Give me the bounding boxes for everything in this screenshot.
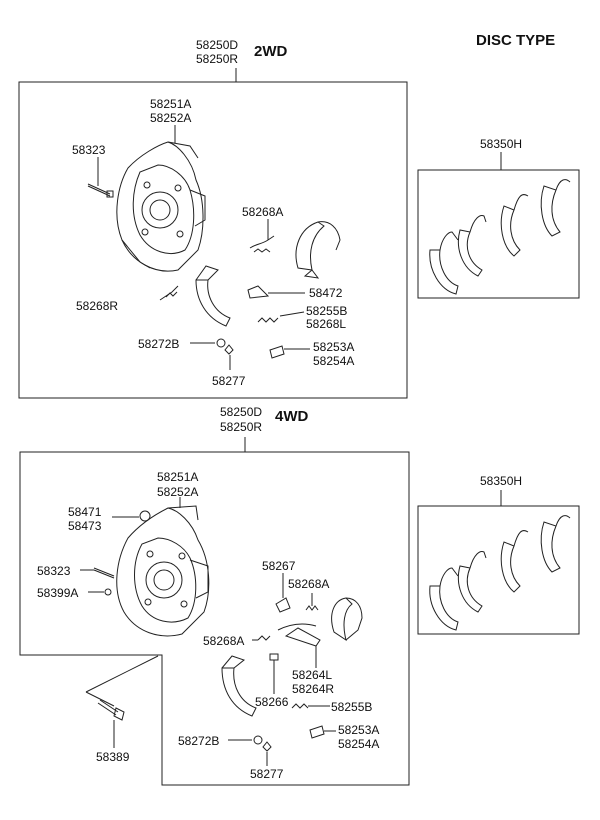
spring-2wd-r [159, 285, 179, 301]
label-backing-plate-2wd-b: 58252A [150, 111, 192, 125]
label-backing-plate-4wd-a: 58251A [157, 470, 199, 484]
lever-4wd [284, 627, 321, 647]
drive-label-2wd: 2WD [254, 43, 288, 60]
frame-4wd [19, 451, 410, 786]
brake-shoe-4wd-lower [221, 667, 257, 717]
label-clip-4wd: 58266 [255, 695, 289, 709]
label-shoe-kit-4wd: 58350H [480, 474, 523, 488]
assembly-code-4wd-r: 58250R [220, 420, 263, 434]
label-lever-4wd-r: 58264R [292, 682, 335, 696]
label-spring-2wd-l: 58268L [306, 317, 347, 331]
pin-4wd [262, 741, 272, 752]
label-pin-4wd: 58277 [250, 767, 284, 781]
brake-shoe-4wd-upper [331, 597, 353, 642]
bolt-2wd [87, 183, 114, 198]
label-backing-plate-4wd-b: 58252A [157, 485, 199, 499]
label-spring-4wd-a-left: 58268A [203, 634, 245, 648]
label-lever-2wd: 58472 [309, 286, 343, 300]
spring-2wd-a [249, 235, 275, 249]
spring-2wd-b [257, 317, 279, 323]
assembly-code-2wd-r: 58250R [196, 52, 239, 66]
adjuster-4wd [309, 725, 325, 739]
brake-shoe-2wd-lower [195, 279, 231, 327]
lever-2wd [247, 285, 270, 299]
label-spring-2wd-b: 58255B [306, 304, 348, 318]
label-bolt-4wd: 58323 [37, 564, 71, 578]
label-adjuster-2wd-b: 58254A [313, 354, 355, 368]
plug-4wd [139, 510, 151, 522]
spring-4wd-b [291, 703, 309, 709]
drive-label-4wd: 4WD [275, 408, 309, 425]
frame-2wd [18, 81, 408, 399]
label-pin-2wd: 58277 [212, 374, 246, 388]
label-plug-4wd-b: 58473 [68, 519, 102, 533]
frame-kit-4wd [417, 505, 580, 635]
washer-4wd [104, 588, 112, 596]
label-shoe-kit-2wd: 58350H [480, 137, 523, 151]
label-spring-4wd-a-top: 58268A [288, 577, 330, 591]
label-retainer-4wd: 58272B [178, 734, 220, 748]
pin-2wd [224, 344, 234, 355]
retainer-2wd [216, 338, 226, 348]
clip-4wd [269, 653, 279, 661]
mount-bolt-4wd [97, 699, 125, 721]
label-lever-4wd-l: 58264L [292, 668, 333, 682]
shoe-kit-4wd-shoes [429, 515, 571, 631]
label-plug-4wd-a: 58471 [68, 505, 102, 519]
strut-4wd [275, 597, 291, 613]
label-adjuster-4wd-b: 58254A [338, 737, 380, 751]
brake-shoe-2wd-upper [295, 221, 325, 271]
label-bolt-2wd: 58323 [72, 143, 106, 157]
label-backing-plate-2wd-a: 58251A [150, 97, 192, 111]
assembly-code-4wd-d: 58250D [220, 405, 263, 419]
spring-4wd-a-top [305, 605, 319, 611]
adjuster-2wd [269, 345, 285, 359]
label-retainer-2wd: 58272B [138, 337, 180, 351]
page-title: DISC TYPE [476, 32, 556, 49]
backing-plate-4wd [116, 505, 210, 637]
label-spring-2wd-a: 58268A [242, 205, 284, 219]
label-washer-4wd: 58399A [37, 586, 79, 600]
label-spring-2wd-r: 58268R [76, 299, 119, 313]
retainer-4wd [253, 735, 263, 745]
spring-4wd-a-left [257, 635, 271, 641]
label-adjuster-2wd-a: 58253A [313, 340, 355, 354]
frame-kit-2wd [417, 169, 580, 299]
shoe-kit-2wd-shoes [429, 179, 571, 295]
label-adjuster-4wd-a: 58253A [338, 723, 380, 737]
backing-plate-2wd [116, 141, 206, 272]
label-strut-4wd: 58267 [262, 559, 296, 573]
label-mount-bolt-4wd: 58389 [96, 750, 130, 764]
assembly-code-2wd-d: 58250D [196, 38, 239, 52]
label-spring-4wd-b: 58255B [331, 700, 373, 714]
